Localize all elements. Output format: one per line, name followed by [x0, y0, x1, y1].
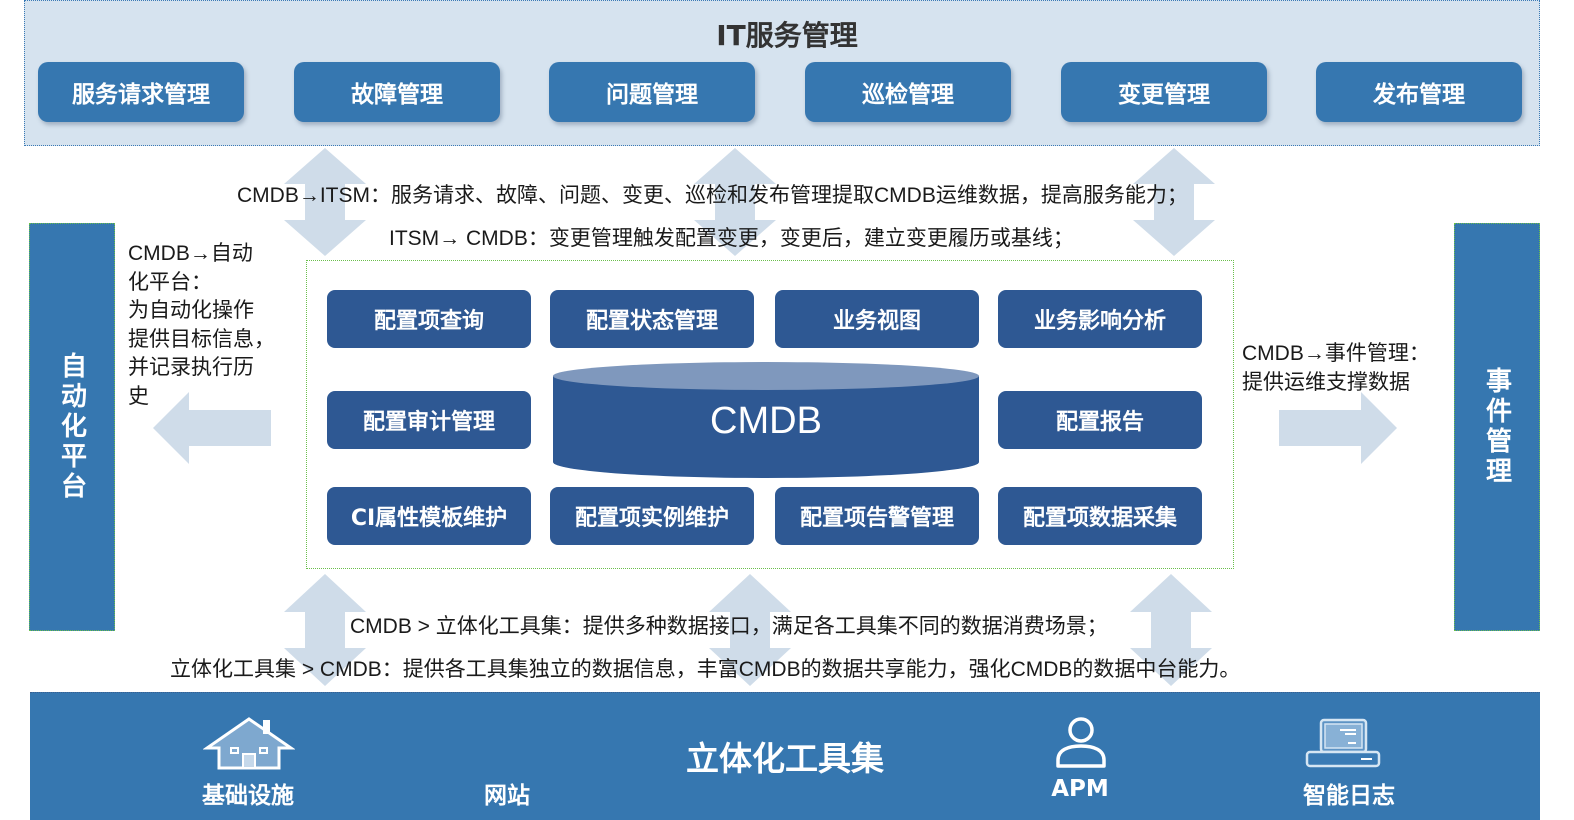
business-view-button[interactable]: 业务视图 [775, 290, 979, 348]
user-icon [1053, 716, 1109, 774]
desc-line: 史 [128, 384, 149, 408]
left-arrow-icon [153, 392, 271, 464]
toolset-item-apm[interactable]: APM [1051, 776, 1109, 802]
itsm-change-button[interactable]: 变更管理 [1061, 62, 1267, 122]
double-arrow-icon [709, 574, 791, 686]
toolset-item-infrastructure[interactable]: 基础设施 [202, 783, 294, 809]
cmdb-to-event-description: CMDB→事件管理： 提供运维支撑数据 [1242, 340, 1430, 397]
double-arrow-icon [1130, 574, 1212, 686]
itsm-to-cmdb-description: ITSM→ CMDB：变更管理触发配置变更，变更后，建立变更履历或基线； [389, 227, 1074, 250]
right-arrow-icon [1279, 392, 1397, 464]
double-arrow-icon [284, 574, 366, 686]
config-report-button[interactable]: 配置报告 [998, 391, 1202, 449]
itsm-service-request-button[interactable]: 服务请求管理 [38, 62, 244, 122]
ci-alert-button[interactable]: 配置项告警管理 [775, 487, 979, 545]
event-management-bar[interactable]: 事件管理 [1454, 223, 1540, 631]
toolset-to-cmdb-description: 立体化工具集 > CMDB：提供各工具集独立的数据信息，丰富CMDB的数据共享能… [170, 658, 1241, 681]
itsm-title: IT服务管理 [716, 19, 858, 52]
toolset-item-website[interactable]: 网站 [484, 783, 530, 809]
desc-line: CMDB→事件管理： [1242, 342, 1430, 365]
itsm-problem-button[interactable]: 问题管理 [549, 62, 755, 122]
cmdb-to-itsm-description: CMDB→ITSM：服务请求、故障、问题、变更、巡检和发布管理提取CMDB运维数… [237, 184, 1188, 207]
cmdb-to-toolset-description: CMDB > 立体化工具集：提供多种数据接口，满足各工具集不同的数据消费场景； [350, 615, 1108, 638]
ci-query-button[interactable]: 配置项查询 [327, 290, 531, 348]
config-audit-button[interactable]: 配置审计管理 [327, 391, 531, 449]
cmdb-label: CMDB [710, 400, 822, 442]
ci-template-button[interactable]: CI属性模板维护 [327, 487, 531, 545]
double-arrow-icon [284, 148, 366, 256]
cmdb-frame [306, 260, 1234, 569]
house-icon [202, 716, 296, 774]
itsm-inspection-button[interactable]: 巡检管理 [805, 62, 1011, 122]
ci-instance-button[interactable]: 配置项实例维护 [550, 487, 754, 545]
business-impact-button[interactable]: 业务影响分析 [998, 290, 1202, 348]
computer-icon [1305, 718, 1381, 772]
desc-line: 提供目标信息， [128, 327, 275, 351]
toolset-title: 立体化工具集 [686, 739, 884, 778]
automation-platform-bar[interactable]: 自动化平台 [29, 223, 115, 631]
desc-line: 提供运维支撑数据 [1242, 370, 1410, 394]
ci-collection-button[interactable]: 配置项数据采集 [998, 487, 1202, 545]
desc-line: 为自动化操作 [128, 299, 254, 322]
event-management-label: 事件管理 [1481, 367, 1512, 487]
itsm-incident-button[interactable]: 故障管理 [294, 62, 500, 122]
cmdb-to-automation-description: CMDB→自动 化平台： 为自动化操作 提供目标信息， 并记录执行历 史 [128, 240, 275, 411]
automation-platform-label: 自动化平台 [56, 352, 87, 502]
config-status-button[interactable]: 配置状态管理 [550, 290, 754, 348]
itsm-panel [24, 0, 1540, 146]
itsm-release-button[interactable]: 发布管理 [1316, 62, 1522, 122]
toolset-bar [30, 692, 1540, 820]
desc-line: 并记录执行历 [128, 356, 254, 379]
desc-line: CMDB→自动 [128, 242, 253, 265]
desc-line: 化平台： [128, 270, 212, 294]
cmdb-database-icon [553, 360, 979, 478]
toolset-item-smart-log[interactable]: 智能日志 [1303, 783, 1395, 809]
double-arrow-icon [1133, 148, 1215, 256]
double-arrow-icon [694, 148, 776, 256]
